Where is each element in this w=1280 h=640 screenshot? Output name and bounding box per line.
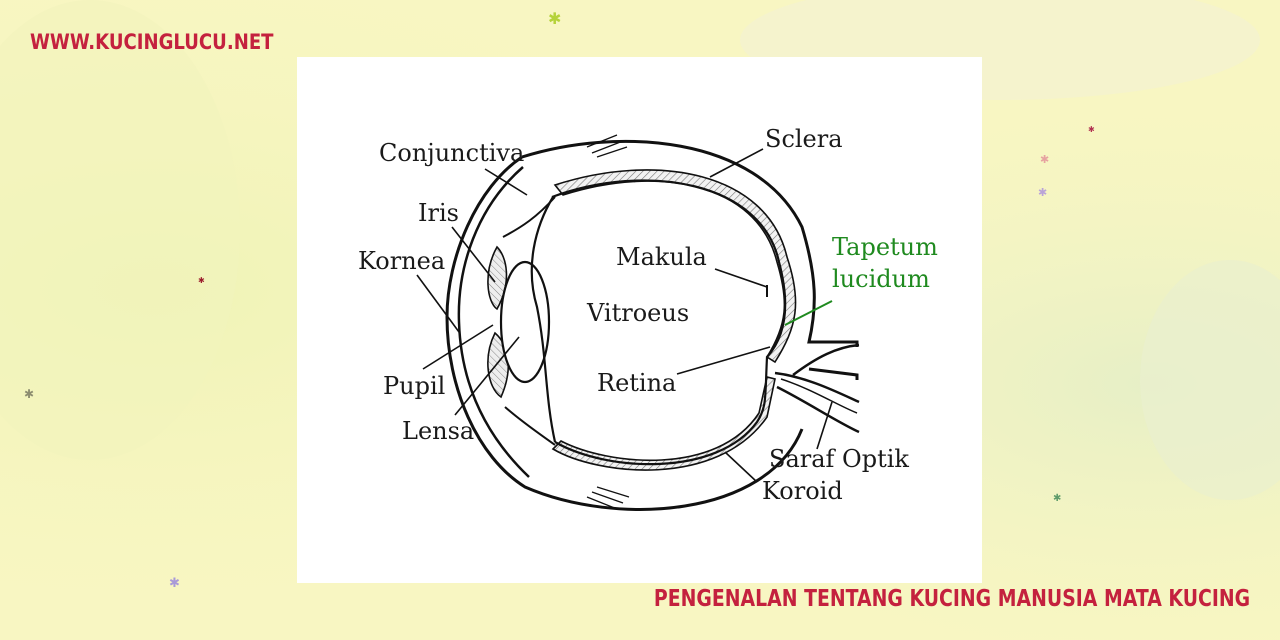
leader-sclera	[709, 148, 764, 178]
label-conjunctiva: Conjunctiva	[379, 139, 524, 167]
leader-lines	[416, 148, 833, 483]
lens	[499, 260, 551, 384]
vitreous-front	[530, 196, 557, 443]
sclera-outline	[445, 139, 859, 511]
iris-upper	[487, 245, 508, 311]
optic-nerve-lower	[776, 385, 860, 434]
sparkle-icon: ✱	[1038, 186, 1047, 199]
leader-makula	[714, 268, 768, 288]
sparkle-icon: ✱	[1040, 153, 1049, 166]
label-saraf-optik: Saraf Optik	[769, 445, 909, 473]
leader-tapetum	[784, 300, 833, 326]
choroid-band-lower	[551, 376, 776, 471]
leader-lensa	[454, 336, 520, 416]
label-kornea: Kornea	[358, 247, 445, 275]
sparkle-icon: ✱	[1053, 493, 1061, 504]
eye-diagram-card: Conjunctiva Sclera Iris Kornea Makula Ta…	[297, 57, 982, 583]
conjunctiva-fibers-bottom	[586, 486, 630, 510]
sparkle-icon: ✱	[24, 387, 34, 401]
leader-iris	[451, 226, 496, 283]
sparkle-icon: ✱	[169, 576, 180, 591]
label-koroid: Koroid	[762, 477, 843, 505]
optic-nerve-inner	[774, 371, 860, 404]
ciliary-lower	[504, 406, 556, 446]
label-iris: Iris	[418, 199, 459, 227]
article-title[interactable]: PENGENALAN TENTANG KUCING MANUSIA MATA K…	[653, 586, 1250, 612]
sparkle-icon: ✱	[198, 276, 205, 285]
optic-nerve-outer	[792, 343, 860, 377]
label-retina: Retina	[597, 369, 676, 397]
leader-koroid	[724, 451, 758, 483]
leader-saraf-optik	[816, 401, 833, 450]
ciliary-upper	[502, 196, 556, 238]
site-url[interactable]: WWW.KUCINGLUCU.NET	[30, 30, 274, 54]
retina-line	[551, 179, 787, 466]
conjunctiva-fibers-top	[586, 134, 628, 158]
leader-conjunctiva	[484, 168, 528, 196]
label-sclera: Sclera	[765, 125, 843, 153]
leader-pupil	[422, 324, 494, 370]
leader-kornea	[416, 274, 460, 333]
leader-retina	[676, 346, 771, 375]
cornea	[457, 166, 530, 478]
label-tapetum-line1: Tapetum	[832, 233, 938, 261]
label-makula: Makula	[616, 243, 707, 271]
sparkle-icon: ✱	[1088, 125, 1095, 134]
label-pupil: Pupil	[383, 372, 445, 400]
optic-nerve-fiber	[780, 378, 858, 414]
label-tapetum-line2: lucidum	[832, 265, 930, 293]
label-lensa: Lensa	[402, 417, 474, 445]
sparkle-icon: ✱	[548, 9, 561, 28]
eye-anatomy-diagram: Conjunctiva Sclera Iris Kornea Makula Ta…	[358, 125, 938, 511]
label-vitroeus: Vitroeus	[586, 299, 689, 327]
